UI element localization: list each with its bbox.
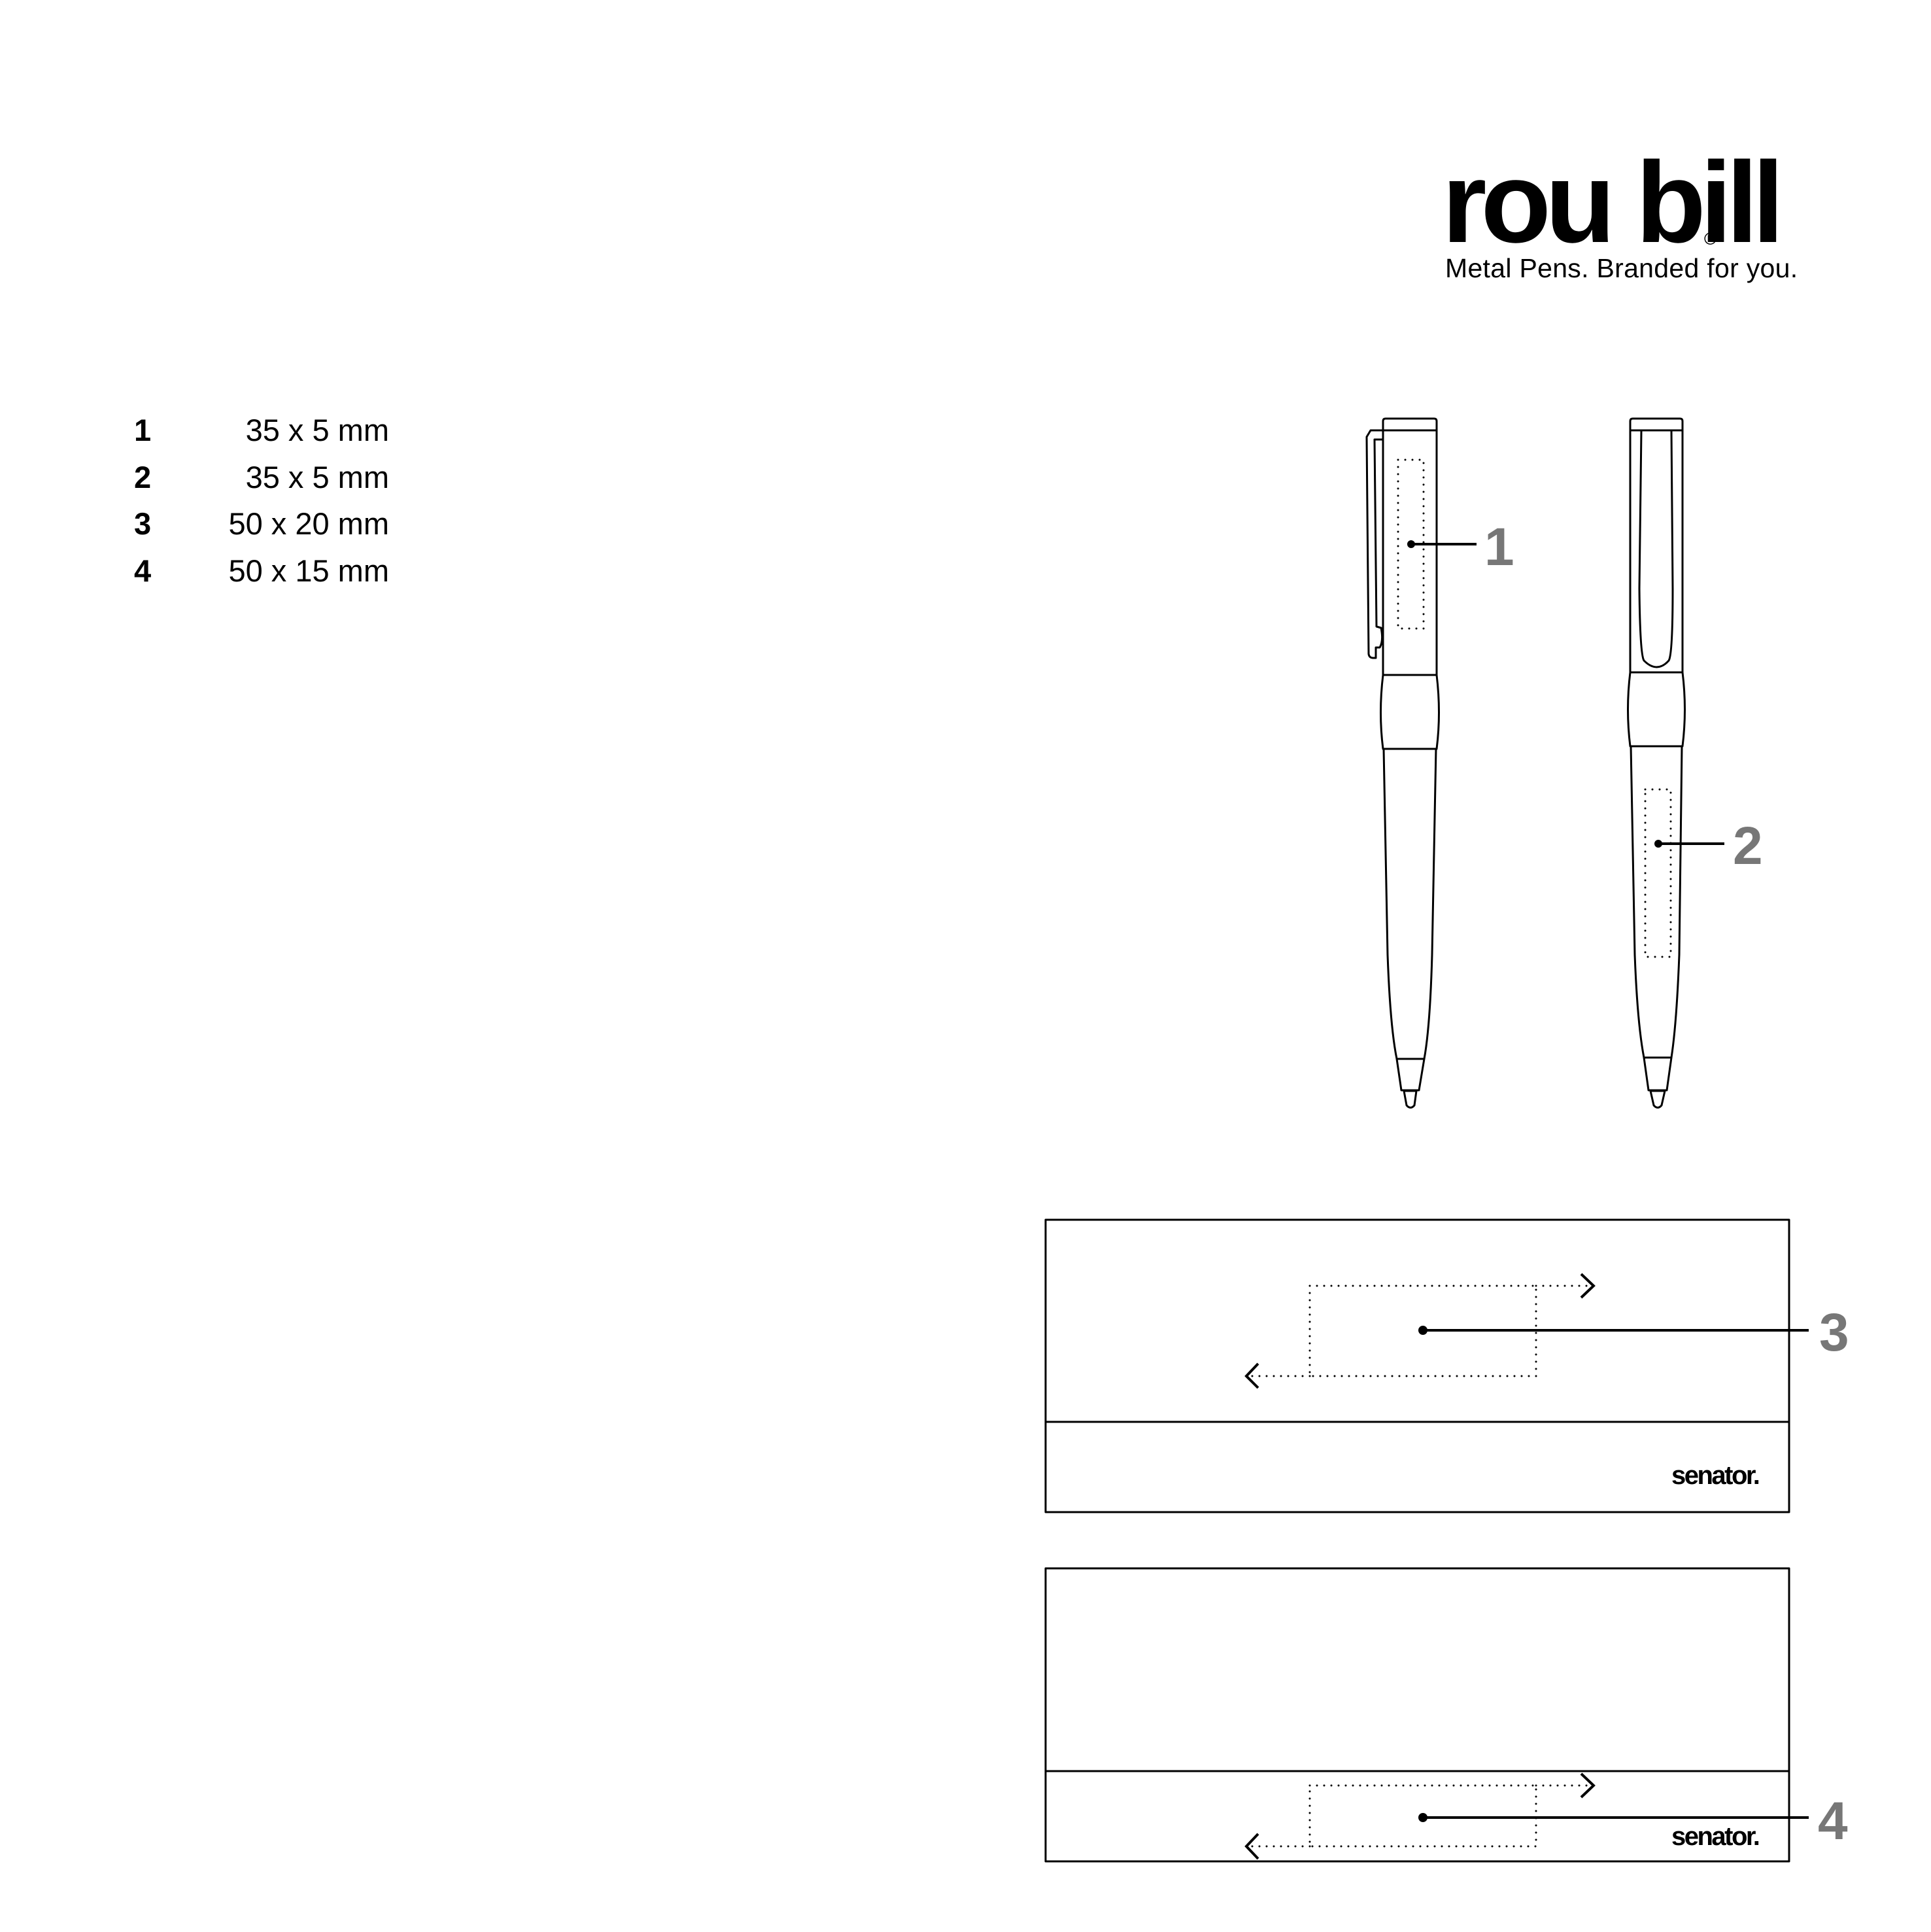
table-row: 2 35 x 5 mm <box>134 460 389 508</box>
print-area-3-outline <box>1308 1285 1537 1377</box>
registered-mark-icon: ® <box>1704 229 1717 249</box>
callout-1: 1 <box>1484 517 1514 577</box>
print-area-number: 2 <box>134 459 152 494</box>
print-area-size: 50 x 15 mm <box>228 553 389 588</box>
brand-tagline: Metal Pens. Branded for you. <box>1445 253 1798 283</box>
arrow-left-icon <box>1244 1833 1259 1860</box>
callout-4: 4 <box>1818 1791 1848 1851</box>
arrow-right-icon <box>1580 1772 1596 1799</box>
arrow-right-icon <box>1580 1273 1596 1299</box>
callout-3: 3 <box>1819 1303 1849 1362</box>
table-row: 1 35 x 5 mm <box>134 413 389 460</box>
print-area-number: 1 <box>134 413 152 447</box>
gift-box-lid-icon <box>1044 1218 1790 1513</box>
print-area-size: 35 x 5 mm <box>245 459 389 494</box>
print-area-table: 1 35 x 5 mm 2 35 x 5 mm 3 50 x 20 mm 4 5… <box>134 413 389 600</box>
pen-side-view-icon <box>1365 417 1440 1109</box>
senator-logo: senator. <box>1671 1822 1760 1851</box>
pen-front-view-icon <box>1627 417 1686 1109</box>
gift-box-base-icon <box>1044 1567 1790 1863</box>
print-area-number: 4 <box>134 553 152 588</box>
callout-2: 2 <box>1733 816 1763 876</box>
print-area-size: 50 x 20 mm <box>228 506 389 541</box>
print-area-size: 35 x 5 mm <box>245 413 389 447</box>
table-row: 3 50 x 20 mm <box>134 507 389 554</box>
print-area-4-outline <box>1308 1784 1537 1848</box>
table-row: 4 50 x 15 mm <box>134 553 389 601</box>
print-area-2-outline <box>1644 788 1672 958</box>
arrow-left-icon <box>1244 1362 1259 1389</box>
brand-logo: rou bill <box>1442 139 1785 267</box>
senator-logo: senator. <box>1671 1461 1760 1490</box>
print-area-number: 3 <box>134 506 152 541</box>
